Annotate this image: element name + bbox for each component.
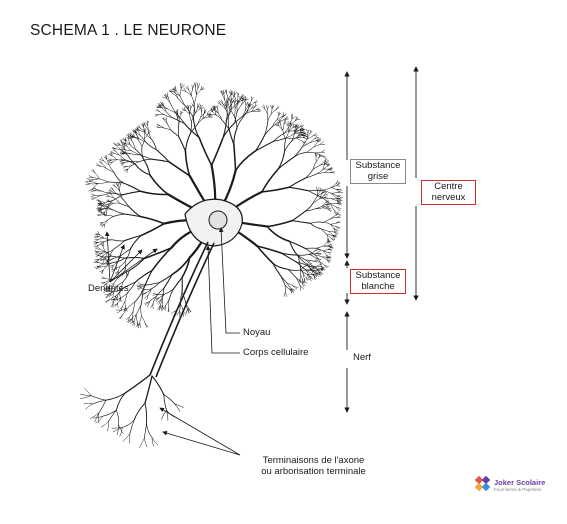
- page-title: SCHEMA 1 . LE NEURONE: [30, 22, 227, 39]
- joker-scolaire-logo: Joker Scolaire Fournitures & Papeterie: [474, 475, 554, 497]
- cell-body: [184, 198, 243, 247]
- terminals-pointer: [159, 407, 241, 456]
- axon: [149, 241, 215, 378]
- nucleus-pointer: [205, 227, 240, 354]
- nucleus: [208, 210, 228, 230]
- nerve-label: Nerf: [353, 352, 371, 363]
- dendrite-tree: [85, 82, 343, 329]
- axon-terminals-label: Terminaisons de l'axone ou arborisation …: [261, 455, 366, 477]
- logo-mark-icon: [474, 475, 491, 492]
- gray-matter-box: Substance grise: [350, 159, 406, 184]
- white-matter-box: Substance blanche: [350, 269, 406, 294]
- dendrites-label: Dendrites: [88, 283, 129, 294]
- axon-terminals: [79, 374, 184, 448]
- dendrites-pointers: [104, 231, 158, 283]
- scale-arrows: [344, 66, 419, 413]
- nucleus-label: Noyau: [243, 327, 271, 338]
- cell-body-label: Corps cellulaire: [243, 347, 309, 358]
- nervous-center-box: Centre nerveux: [421, 180, 476, 205]
